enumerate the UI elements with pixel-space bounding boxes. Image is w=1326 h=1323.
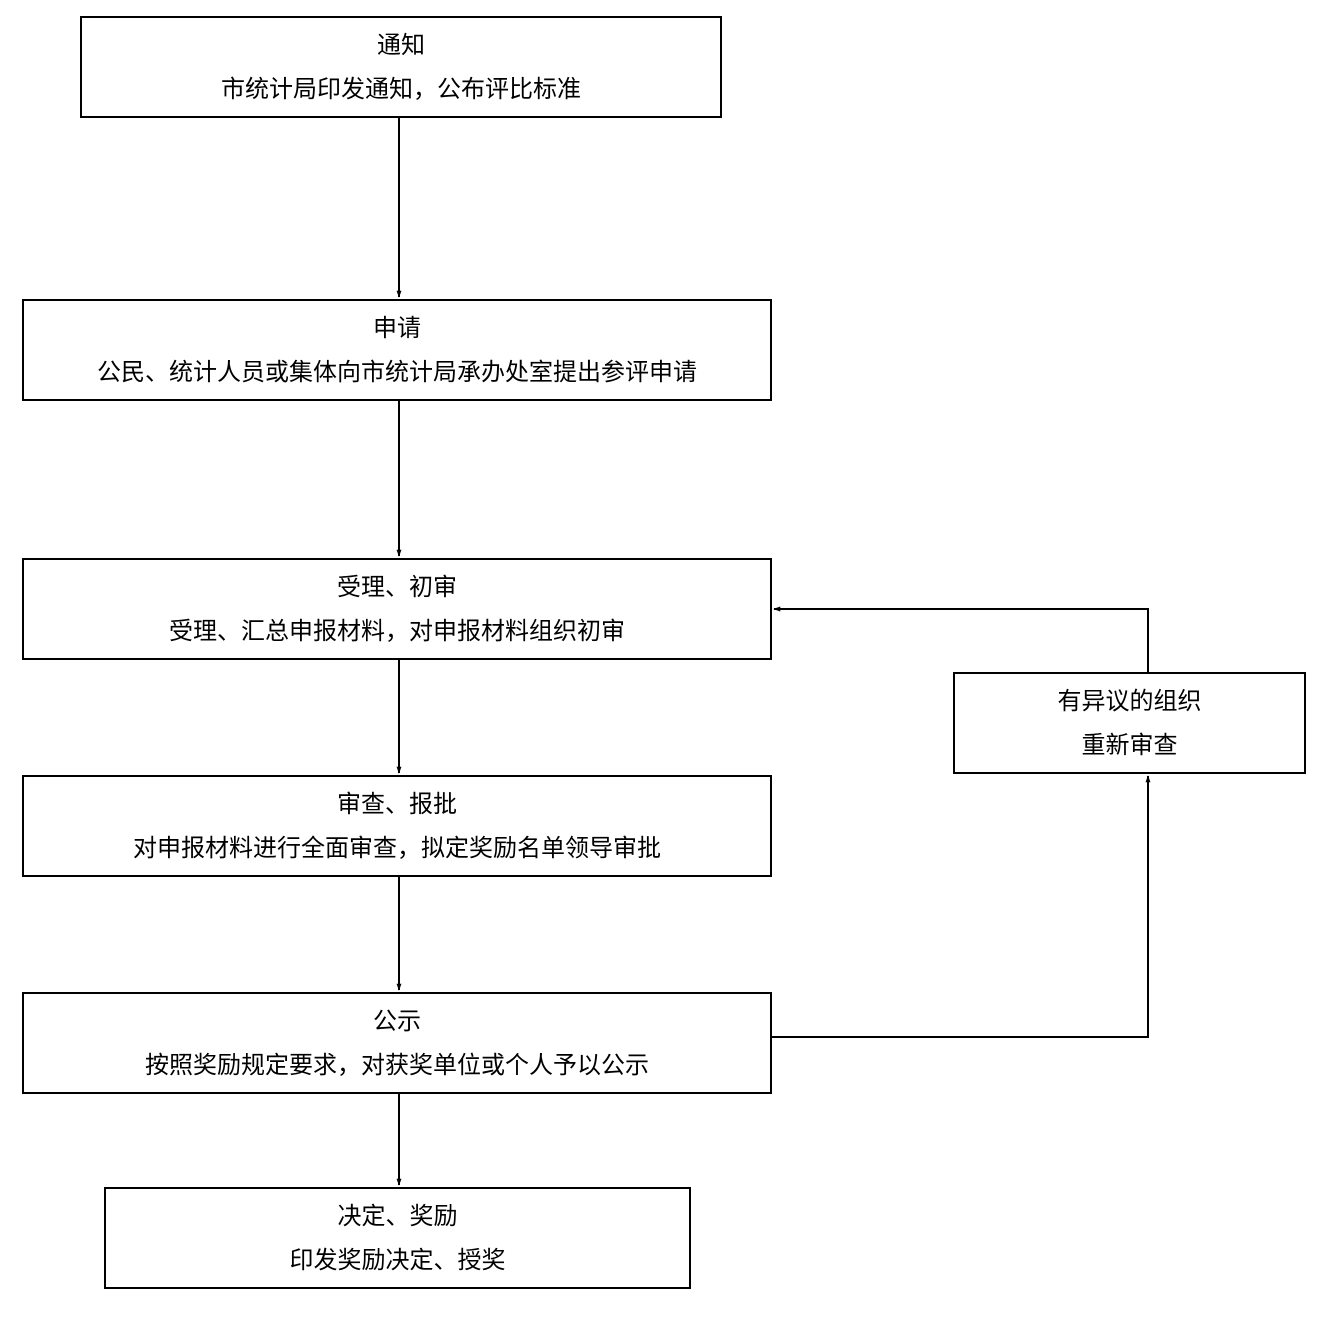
node-objection-desc: 重新审查 xyxy=(1081,731,1178,759)
node-review: 审查、报批 对申报材料进行全面审查，拟定奖励名单领导审批 xyxy=(22,775,772,877)
node-apply-title: 申请 xyxy=(373,314,421,342)
node-accept-desc: 受理、汇总申报材料，对申报材料组织初审 xyxy=(169,617,625,645)
node-publicity-title: 公示 xyxy=(373,1007,421,1035)
node-publicity: 公示 按照奖励规定要求，对获奖单位或个人予以公示 xyxy=(22,992,772,1094)
node-notice: 通知 市统计局印发通知，公布评比标准 xyxy=(80,16,722,118)
node-review-desc: 对申报材料进行全面审查，拟定奖励名单领导审批 xyxy=(133,834,661,862)
node-review-title: 审查、报批 xyxy=(337,790,457,818)
node-objection-title: 有异议的组织 xyxy=(1057,687,1202,715)
node-notice-desc: 市统计局印发通知，公布评比标准 xyxy=(221,75,581,103)
node-objection: 有异议的组织 重新审查 xyxy=(953,672,1306,774)
node-apply: 申请 公民、统计人员或集体向市统计局承办处室提出参评申请 xyxy=(22,299,772,401)
node-decision-title: 决定、奖励 xyxy=(337,1202,458,1230)
node-accept: 受理、初审 受理、汇总申报材料，对申报材料组织初审 xyxy=(22,558,772,660)
arrow-publicity-to-objection xyxy=(772,775,1151,1038)
node-publicity-desc: 按照奖励规定要求，对获奖单位或个人予以公示 xyxy=(145,1051,649,1079)
node-decision-desc: 印发奖励决定、授奖 xyxy=(289,1246,506,1274)
node-apply-desc: 公民、统计人员或集体向市统计局承办处室提出参评申请 xyxy=(97,358,697,386)
node-decision: 决定、奖励 印发奖励决定、授奖 xyxy=(104,1187,691,1289)
arrow-objection-to-accept xyxy=(773,606,1149,672)
node-accept-title: 受理、初审 xyxy=(337,573,457,601)
node-notice-title: 通知 xyxy=(377,31,425,59)
